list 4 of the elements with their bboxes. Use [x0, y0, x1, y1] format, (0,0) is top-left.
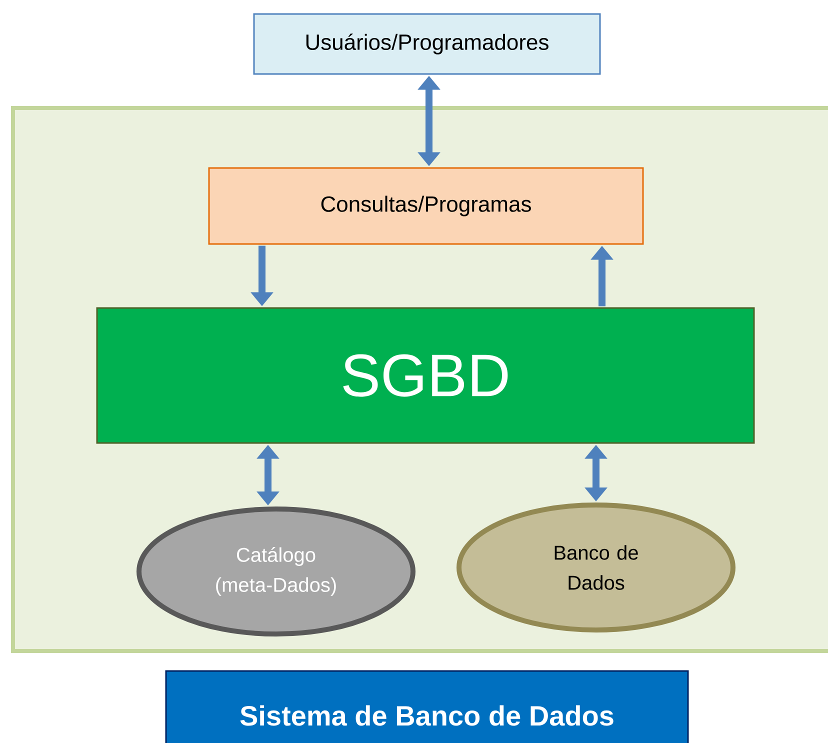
process-box: SGBD	[96, 307, 755, 444]
process-box: Consultas/Programas	[208, 167, 644, 245]
title-box: Sistema de Banco de Dados	[165, 670, 689, 743]
actor-box: Usuários/Programadores	[253, 13, 601, 75]
